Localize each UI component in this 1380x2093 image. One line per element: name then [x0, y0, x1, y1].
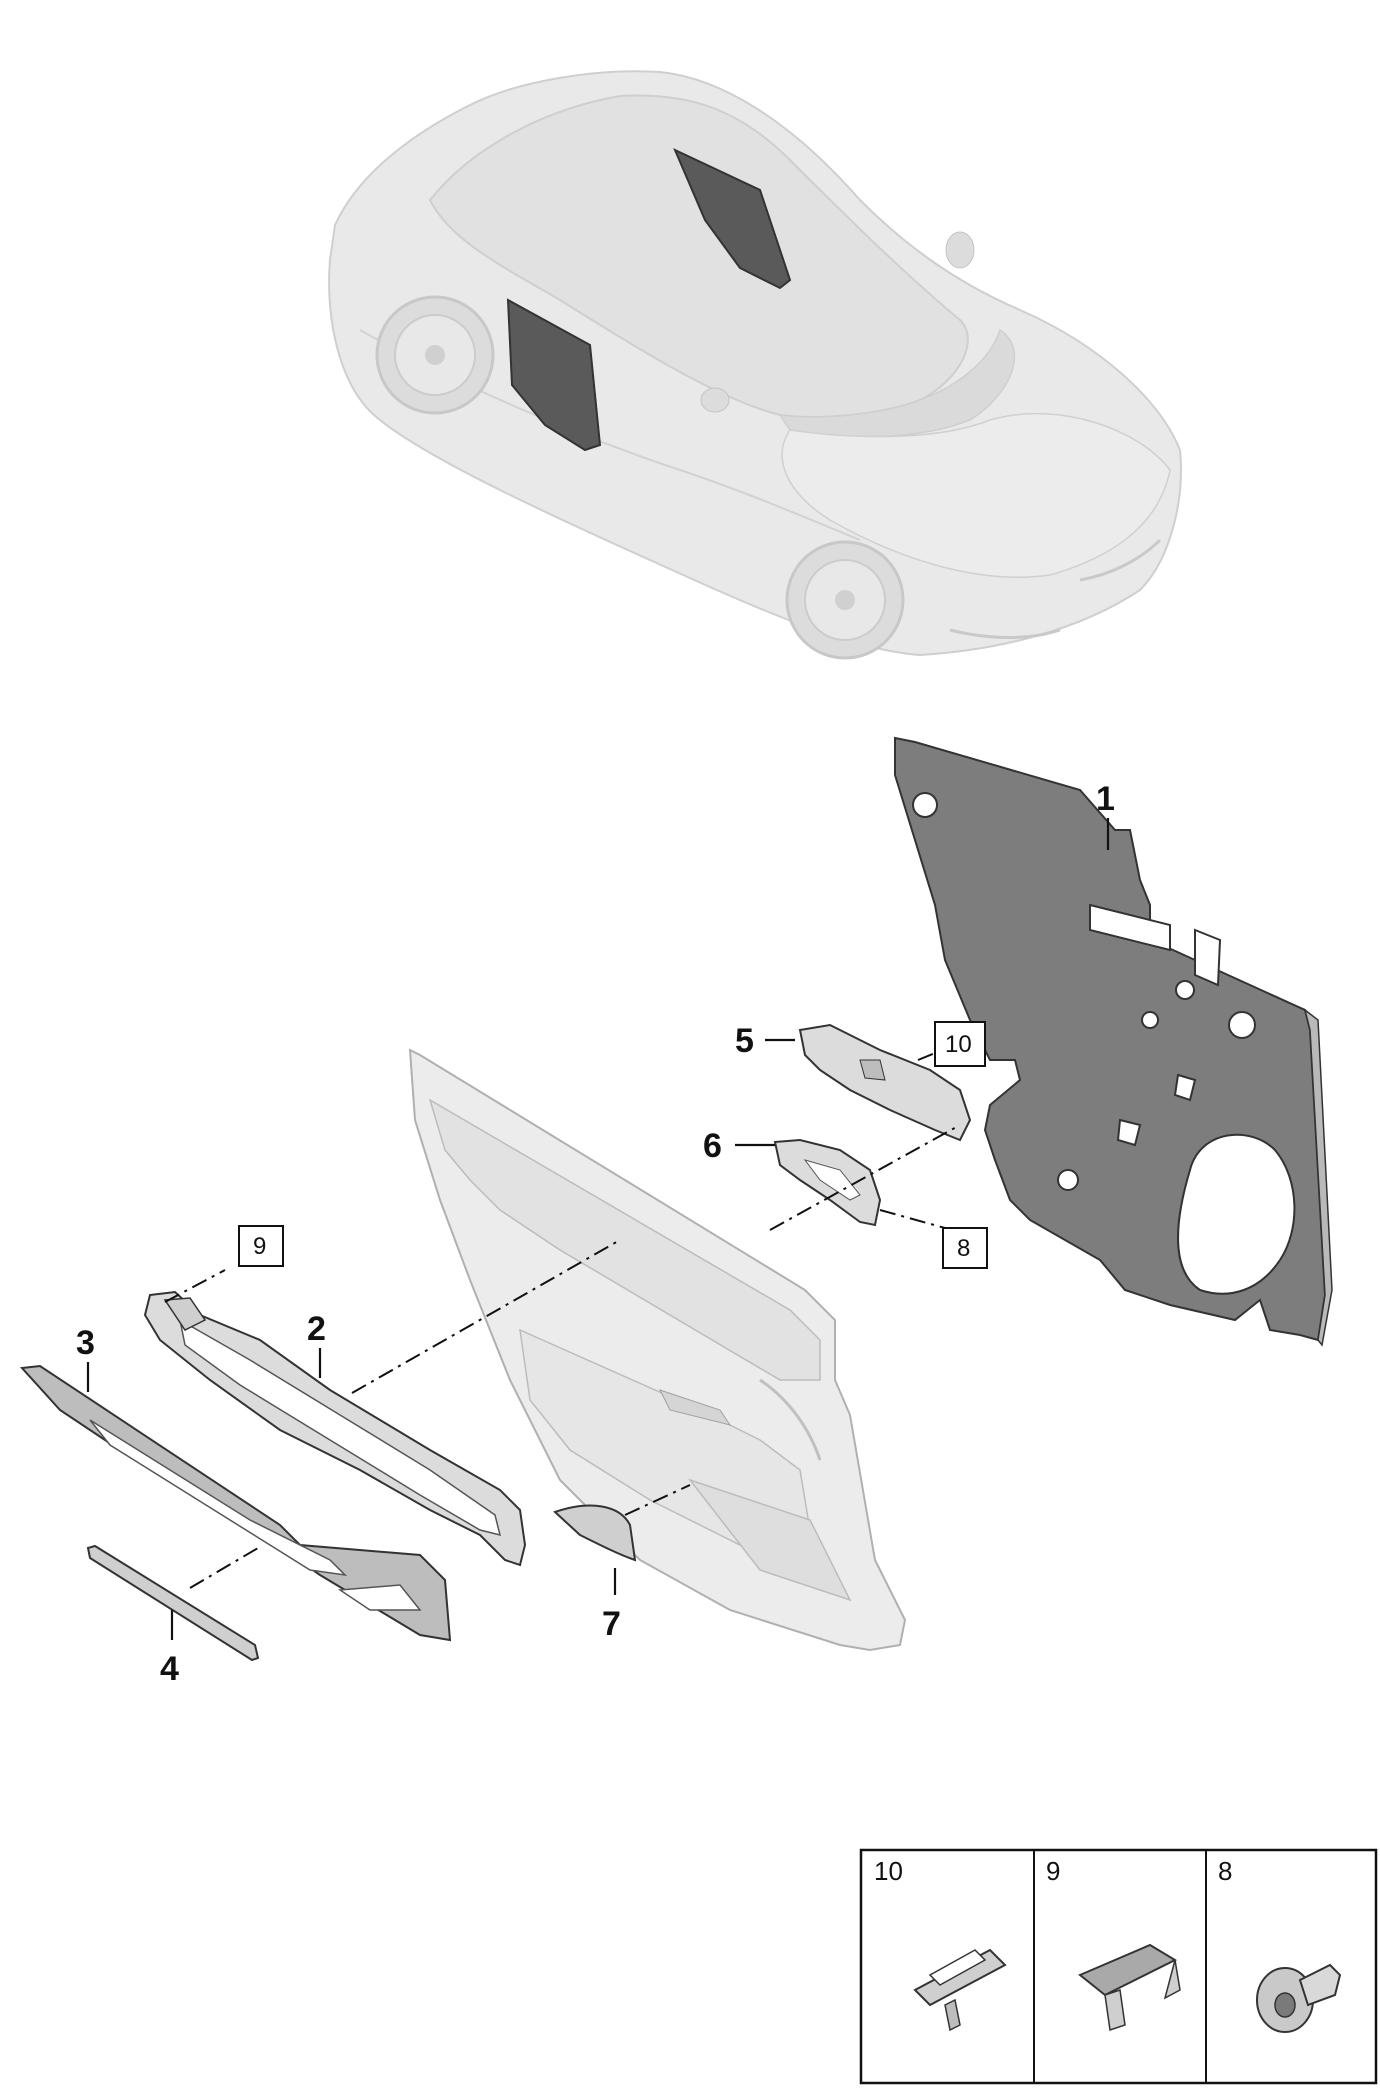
callout-7: 7 — [602, 1605, 621, 1643]
svg-text:9: 9 — [1046, 1856, 1060, 1886]
part-3-decorative-trim — [19, 1364, 452, 1642]
front-wheel — [785, 540, 905, 660]
highlighted-rear-door-right — [673, 147, 792, 290]
callout-5: 5 — [735, 1022, 754, 1060]
callout-numbers: 1 2 3 4 5 6 7 — [76, 780, 1115, 1688]
bracket-clip-icon — [1078, 1943, 1181, 2031]
part-1-insulation-panel — [894, 736, 1333, 1347]
part-6-handle-carrier — [773, 1138, 882, 1227]
door-trim-panel — [408, 1048, 907, 1652]
expanding-rivet-icon — [1256, 1963, 1342, 2033]
legend-cell-10: 10 — [874, 1856, 1007, 2032]
boxed-callout-10: 10 — [934, 1021, 986, 1067]
part-2-carrier-frame — [143, 1290, 527, 1567]
leader-lines — [86, 818, 1110, 1640]
svg-text:9: 9 — [253, 1233, 266, 1260]
callout-3: 3 — [76, 1324, 95, 1362]
clip-icon — [913, 1948, 1007, 2032]
part-4-trim-strip — [86, 1544, 260, 1662]
boxed-callout-9: 9 — [238, 1225, 284, 1267]
svg-text:10: 10 — [874, 1856, 903, 1886]
legend-cell-8: 8 — [1218, 1856, 1342, 2033]
boxed-callouts: 8 9 10 — [238, 1021, 988, 1269]
part-5-handle-bracket — [798, 1023, 972, 1142]
boxed-callout-8: 8 — [942, 1227, 988, 1269]
callout-2: 2 — [307, 1310, 326, 1348]
callout-1: 1 — [1096, 780, 1115, 818]
fastener-legend: 10 9 8 — [859, 1848, 1378, 2085]
part-7-cover-cap — [553, 1504, 637, 1562]
svg-text:10: 10 — [945, 1031, 972, 1058]
vehicle-overview-illustration — [328, 70, 1182, 660]
legend-cell-9: 9 — [1046, 1856, 1181, 2031]
callout-4: 4 — [160, 1650, 179, 1688]
highlighted-rear-door-left — [506, 298, 602, 452]
svg-text:8: 8 — [957, 1235, 970, 1262]
rear-wheel — [375, 295, 495, 415]
svg-text:8: 8 — [1218, 1856, 1232, 1886]
callout-6: 6 — [703, 1127, 722, 1165]
